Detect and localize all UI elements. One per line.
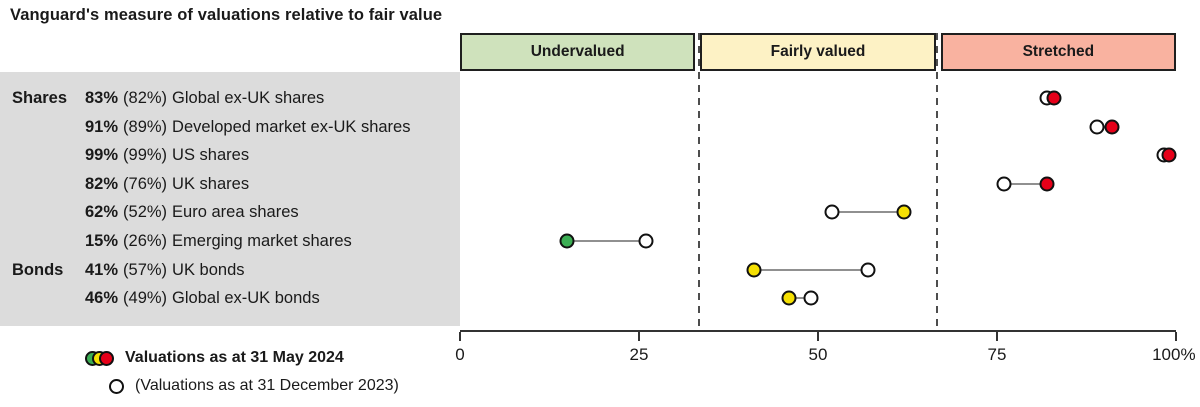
row-label-list: Shares 83%(82%)Global ex-UK shares 91%(89… bbox=[12, 84, 460, 313]
legend-current-dots bbox=[85, 350, 114, 366]
previous-value: (89%) bbox=[123, 117, 168, 136]
current-value: 46% bbox=[85, 289, 119, 308]
axis-tick-label: 50 bbox=[808, 345, 828, 364]
legend-previous-label: (Valuations as at 31 December 2023) bbox=[135, 377, 399, 394]
current-dot bbox=[1046, 90, 1062, 106]
table-row: Shares 83%(82%)Global ex-UK shares bbox=[12, 84, 460, 113]
current-value: 15% bbox=[85, 231, 119, 250]
table-row: 91%(89%)Developed market ex-UK shares bbox=[12, 113, 460, 142]
current-value: 62% bbox=[85, 203, 119, 222]
current-value: 99% bbox=[85, 146, 119, 165]
zone-stretched-label: Stretched bbox=[1022, 43, 1095, 60]
table-row: 46%(49%)Global ex-UK bonds bbox=[12, 284, 460, 313]
current-dot bbox=[1104, 119, 1120, 135]
previous-value: (57%) bbox=[123, 260, 168, 279]
axis-tick bbox=[459, 332, 461, 341]
current-dot bbox=[896, 204, 912, 220]
chart-title: Vanguard's measure of valuations relativ… bbox=[10, 6, 443, 24]
current-dot bbox=[746, 262, 762, 278]
table-row: 82%(76%)UK shares bbox=[12, 170, 460, 199]
connector-line bbox=[832, 211, 904, 213]
axis-tick bbox=[996, 332, 998, 341]
connector-line bbox=[1004, 183, 1048, 185]
legend-red-dot-icon bbox=[99, 350, 114, 366]
table-row: Bonds 41%(57%)UK bonds bbox=[12, 256, 460, 285]
group-label: Shares bbox=[12, 89, 68, 107]
row-label: Global ex-UK shares bbox=[172, 89, 325, 107]
connector-line bbox=[789, 297, 811, 299]
zone-header-band: Undervalued Fairly valued Stretched bbox=[460, 33, 1176, 71]
connector-line bbox=[753, 269, 869, 271]
row-label: Emerging market shares bbox=[172, 231, 352, 250]
row-label: Developed market ex-UK shares bbox=[172, 117, 411, 136]
axis-tick bbox=[1175, 332, 1177, 341]
group-label: Bonds bbox=[12, 260, 64, 279]
zone-undervalued-label: Undervalued bbox=[530, 43, 625, 60]
zone-fairly-valued-label: Fairly valued bbox=[770, 43, 866, 60]
row-label-panel: Shares 83%(82%)Global ex-UK shares 91%(89… bbox=[0, 72, 460, 326]
current-value: 83% bbox=[85, 89, 119, 107]
previous-dot bbox=[996, 176, 1012, 192]
previous-value: (82%) bbox=[123, 89, 168, 107]
current-dot bbox=[559, 233, 575, 249]
legend-current-row: Valuations as at 31 May 2024 bbox=[85, 344, 399, 372]
axis-tick-label: 75 bbox=[987, 345, 1007, 364]
row-label: Euro area shares bbox=[172, 203, 299, 222]
legend-current-label: Valuations as at 31 May 2024 bbox=[125, 349, 344, 366]
row-label: US shares bbox=[172, 146, 250, 165]
current-value: 91% bbox=[85, 117, 119, 136]
table-row: 99%(99%)US shares bbox=[12, 141, 460, 170]
current-dot bbox=[1161, 147, 1177, 163]
legend: Valuations as at 31 May 2024 (Valuations… bbox=[85, 344, 399, 400]
previous-dot bbox=[1089, 119, 1105, 135]
zone-fairly-valued: Fairly valued bbox=[700, 33, 936, 71]
axis-tick bbox=[638, 332, 640, 341]
dot-plot-area bbox=[460, 72, 1177, 330]
current-dot bbox=[1039, 176, 1055, 192]
table-row: 15%(26%)Emerging market shares bbox=[12, 227, 460, 256]
current-value: 82% bbox=[85, 174, 119, 193]
legend-previous-row: (Valuations as at 31 December 2023) bbox=[109, 372, 399, 400]
current-value: 41% bbox=[85, 260, 119, 279]
previous-dot bbox=[860, 262, 876, 278]
x-axis: 0 25 50 75 100% bbox=[455, 330, 1196, 370]
previous-value: (26%) bbox=[123, 231, 168, 250]
axis-tick-label: 0 bbox=[455, 345, 465, 364]
previous-dot bbox=[638, 233, 654, 249]
row-label: UK bonds bbox=[172, 260, 245, 279]
connector-line bbox=[567, 240, 647, 242]
axis-tick-label: 25 bbox=[629, 345, 649, 364]
previous-dot bbox=[824, 204, 840, 220]
axis-tick-label: 100% bbox=[1152, 345, 1196, 364]
legend-white-dot-icon bbox=[109, 378, 124, 394]
current-dot bbox=[781, 290, 797, 306]
row-label: UK shares bbox=[172, 174, 250, 193]
previous-value: (76%) bbox=[123, 174, 168, 193]
previous-value: (99%) bbox=[123, 146, 168, 165]
row-label: Global ex-UK bonds bbox=[172, 289, 320, 308]
previous-dot bbox=[803, 290, 819, 306]
previous-value: (52%) bbox=[123, 203, 168, 222]
previous-value: (49%) bbox=[123, 289, 168, 308]
axis-tick bbox=[817, 332, 819, 341]
zone-stretched: Stretched bbox=[940, 33, 1176, 71]
table-row: 62%(52%)Euro area shares bbox=[12, 198, 460, 227]
zone-undervalued: Undervalued bbox=[460, 33, 696, 71]
